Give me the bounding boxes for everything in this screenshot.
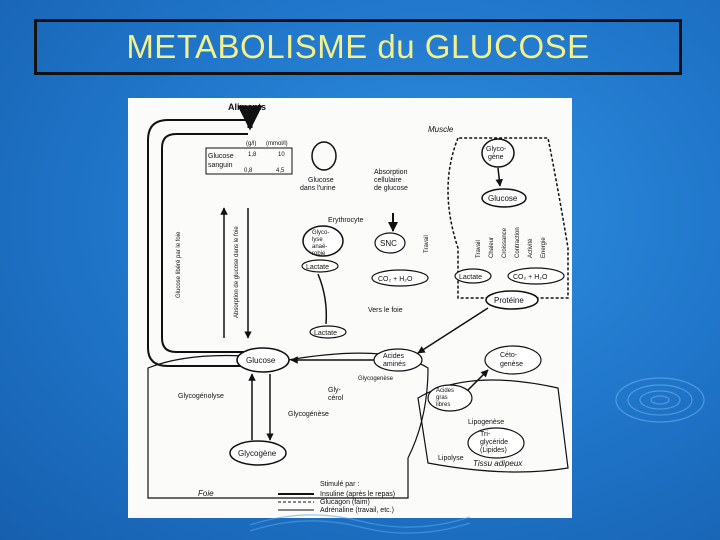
muscle-v3: Croissance	[502, 227, 508, 258]
legend-insuline: Insuline (après le repas)	[320, 491, 395, 498]
triglyceride-3: (Lipides)	[480, 447, 507, 454]
cetogenese-1: Céto-	[500, 352, 518, 359]
legend-adrenaline: Adrénaline (travail, etc.)	[320, 507, 394, 514]
vers-foie-label: Vers le foie	[368, 307, 403, 314]
absorption-1: Absorption	[374, 169, 408, 176]
val-g: (g/l)	[246, 141, 256, 147]
page-title: METABOLISME du GLUCOSE	[126, 28, 590, 65]
stimule-par-label: Stimulé par :	[320, 481, 359, 488]
glycogene-muscle-1: Glyco-	[486, 146, 507, 153]
val-4-5: 4,5	[276, 168, 285, 174]
blood-loop-outer	[147, 119, 248, 367]
vertical-label-1: Glucose libéré par le foie	[176, 231, 182, 298]
glucose-liver-label: Glucose	[246, 356, 276, 365]
glucose-muscle-node	[481, 188, 527, 208]
glycolyse-1: Glyco-	[312, 230, 329, 236]
co2-snc-node	[371, 269, 429, 287]
legend-glucagon: Glucagon (faim)	[320, 499, 370, 506]
glycogene-muscle-node	[481, 138, 515, 168]
triglyceride-node	[467, 427, 525, 459]
adipose-outline	[417, 379, 569, 473]
snc-node	[374, 232, 406, 254]
glucose-metabolism-diagram: Aliments (g/l) (mmol/l) Glucose sanguin …	[128, 98, 572, 518]
kidney-icon	[311, 141, 337, 171]
arrow-proteine-to-aa	[417, 307, 489, 354]
snc-label: SNC	[380, 239, 397, 248]
acides-amines-1: Acides	[383, 353, 405, 360]
glycogene-liver-label: Glycogène	[238, 449, 277, 458]
foie-label: Foie	[198, 489, 214, 498]
blood-loop-inner	[161, 133, 248, 353]
lactate-label-1: Lactate	[306, 264, 329, 271]
co2-muscle-label: CO₂ + H₂O	[513, 274, 548, 281]
glycolyse-2: lyse	[312, 237, 323, 243]
val-10: 10	[278, 152, 285, 158]
absorption-2: cellulaire	[374, 177, 402, 184]
glycolyse-3: anaé-	[312, 244, 327, 250]
val-0-8: 0,8	[244, 168, 253, 174]
arrow-acides-to-ceto	[467, 369, 489, 391]
glucose-sanguin-box	[205, 147, 293, 175]
liver-outline	[147, 352, 429, 499]
muscle-v4: Contraction	[515, 227, 521, 258]
glucose-urine-2: dans l'urine	[300, 185, 336, 192]
glycerol-2: cérol	[328, 395, 344, 402]
acides-gras-3: libres	[436, 402, 450, 408]
glycogenese-label-2: Glycogénèse	[288, 411, 329, 418]
wave-decoration-icon	[250, 514, 470, 534]
val-mmol: (mmol/l)	[266, 141, 288, 147]
muscle-v5: Activité	[528, 238, 534, 258]
proteine-node	[485, 290, 539, 310]
acides-gras-2: gras	[436, 395, 448, 401]
swirl-decoration-icon	[615, 377, 705, 423]
absorption-3: de glucose	[374, 185, 408, 192]
lactate-muscle-label: Lactate	[459, 274, 482, 281]
glyco-to-glucose-arrow	[495, 167, 503, 187]
glycogenese-label-1: Glycogenèse	[358, 376, 394, 382]
glucose-liver-node	[236, 347, 290, 373]
glucose-sanguin-label-2: sanguin	[208, 162, 233, 169]
muscle-label: Muscle	[428, 125, 454, 134]
co2-muscle-node	[507, 267, 565, 285]
glucose-muscle-label: Glucose	[488, 194, 518, 203]
co2-snc-label: CO₂ + H₂O	[378, 276, 413, 283]
triglyceride-1: Tri-	[480, 431, 491, 438]
glycogenolyse-label: Glycogénolyse	[178, 393, 224, 400]
acides-gras-1: Acides	[436, 388, 454, 394]
triglyceride-2: glycéride	[480, 439, 508, 446]
cetogenese-2: genèse	[500, 361, 523, 368]
muscle-v7: Travail	[424, 235, 430, 253]
erythrocyte-node	[302, 225, 344, 257]
muscle-v2: Chaleur	[489, 237, 495, 258]
acides-gras-node	[427, 384, 473, 412]
aliments-label: Aliments	[228, 102, 266, 112]
lactate-node-2	[309, 325, 347, 339]
glycolyse-4: robie	[312, 251, 326, 257]
lactate-funnel	[317, 273, 328, 325]
muscle-v6: Energie	[541, 237, 547, 258]
lactate-label-2: Lactate	[314, 330, 337, 337]
lipolyse-label: Lipolyse	[438, 455, 464, 462]
tissu-adipeux-label: Tissu adipeux	[473, 459, 523, 468]
muscle-v1: Travail	[476, 240, 482, 258]
proteine-label: Protéine	[494, 296, 524, 305]
lactate-muscle-node	[454, 268, 492, 284]
glucose-sanguin-label-1: Glucose	[208, 153, 234, 160]
erythrocyte-label: Erythrocyte	[328, 217, 364, 224]
vertical-label-2: Absorption de glucose dans le foie	[234, 226, 240, 318]
val-1-8: 1,8	[248, 152, 257, 158]
acides-amines-2: aminés	[383, 361, 406, 368]
lipogenese-label: Lipogenèse	[468, 419, 504, 426]
glycogene-liver-node	[229, 440, 287, 466]
glycerol-1: Gly-	[328, 387, 342, 394]
diagram-canvas: Aliments (g/l) (mmol/l) Glucose sanguin …	[147, 102, 569, 514]
title-box: METABOLISME du GLUCOSE	[34, 19, 682, 75]
muscle-outline	[447, 137, 569, 299]
glycogene-muscle-2: gène	[488, 154, 504, 161]
lactate-node-1	[301, 259, 339, 273]
glucose-urine-1: Glucose	[308, 177, 334, 184]
cetogenese-node	[484, 345, 542, 375]
